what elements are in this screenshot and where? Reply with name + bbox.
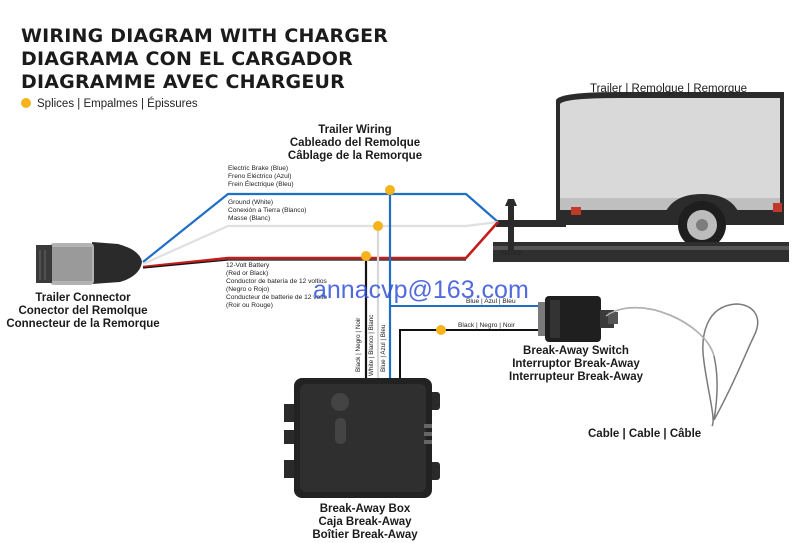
break-away-switch-illustration — [538, 296, 618, 342]
trailer-connector-label-fr: Connecteur de la Remorque — [6, 318, 160, 330]
trailer-wiring-label-es: Cableado del Remolque — [289, 137, 421, 149]
break-away-box-label-fr: Boîtier Break-Away — [312, 529, 418, 541]
ground-wire-label: Ground (White) Conexión a Tierra (Blanco… — [228, 199, 306, 223]
battery-wire-label-l5: Conducteur de batterie de 12 volts — [226, 294, 327, 301]
break-away-switch-label-es: Interruptor Break-Away — [512, 358, 640, 370]
watermark-text: annacvp@163.com — [313, 276, 529, 304]
brake-wire-label-es: Freno Eléctrico (Azul) — [228, 173, 292, 180]
trailer-connector-illustration — [36, 242, 142, 285]
splice-legend: Splices | Empalmes | Épissures — [21, 98, 198, 110]
blue-wire-vertical-label: Blue | Azul | Bleu — [380, 324, 387, 372]
break-away-switch-label-fr: Interrupteur Break-Away — [509, 371, 643, 383]
ground-wire-label-en: Ground (White) — [228, 199, 274, 206]
break-away-switch-label: Break-Away Switch Interruptor Break-Away… — [496, 345, 656, 384]
trailer-wiring-label-fr: Câblage de la Remorque — [287, 150, 423, 162]
splice-legend-label: Splices | Empalmes | Épissures — [37, 98, 198, 110]
battery-wire-label: 12-Volt Battery (Red or Black) Conductor… — [226, 262, 327, 310]
diagram-title-en: WIRING DIAGRAM WITH CHARGER — [21, 25, 389, 47]
brake-wire-label-fr: Frein Électrique (Bleu) — [228, 181, 294, 188]
brake-wire-label: Electric Brake (Blue) Freno Eléctrico (A… — [228, 165, 294, 189]
switch-blue-wire-label: Blue | Azul | Bleu — [466, 298, 516, 305]
trailer-label: Trailer | Remolque | Remorque — [590, 83, 748, 95]
battery-wire-label-l3: Conductor de batería de 12 voltios — [226, 278, 327, 285]
break-away-box-illustration — [284, 378, 440, 498]
battery-wire-label-l2: (Red or Black) — [226, 270, 269, 277]
battery-wire-label-l4: (Negro o Rojo) — [226, 286, 270, 293]
ground-wire-label-es: Conexión a Tierra (Blanco) — [228, 207, 307, 214]
ground-wire-label-fr: Masse (Blanc) — [228, 215, 271, 222]
trailer-wiring-lines — [142, 192, 552, 392]
battery-wire-label-l6: (Roir ou Rouge) — [226, 302, 273, 309]
break-away-box-label-en: Break-Away Box — [319, 503, 411, 515]
battery-wire-label-l1: 12-Volt Battery — [226, 262, 270, 269]
diagram-title-es: DIAGRAMA CON EL CARGADOR — [21, 48, 353, 70]
brake-wire-label-en: Electric Brake (Blue) — [228, 165, 289, 172]
trailer-connector-label-es: Conector del Remolque — [18, 305, 148, 317]
break-away-box-label-es: Caja Break-Away — [318, 516, 412, 528]
cable-label: Cable | Cable | Câble — [588, 428, 702, 440]
splice-markers — [361, 185, 446, 335]
break-away-switch-label-en: Break-Away Switch — [523, 345, 629, 357]
trailer-wiring-label: Trailer Wiring Cableado del Remolque Câb… — [280, 124, 430, 163]
switch-black-wire-label: Black | Negro | Noir — [458, 322, 515, 329]
black-wire-vertical-label: Black | Negro | Noir — [355, 317, 362, 372]
diagram-title-fr: DIAGRAMME AVEC CHARGEUR — [21, 71, 345, 93]
white-wire-vertical-label: White | Blanco | Blanc — [368, 314, 375, 376]
splice-dot-icon — [21, 98, 31, 108]
trailer-wiring-label-en: Trailer Wiring — [318, 124, 392, 136]
break-away-box-label: Break-Away Box Caja Break-Away Boîtier B… — [290, 503, 440, 542]
cable-illustration — [605, 303, 759, 427]
trailer-connector-label: Trailer Connector Conector del Remolque … — [0, 292, 166, 331]
trailer-illustration — [493, 92, 789, 262]
trailer-connector-label-en: Trailer Connector — [35, 292, 131, 304]
